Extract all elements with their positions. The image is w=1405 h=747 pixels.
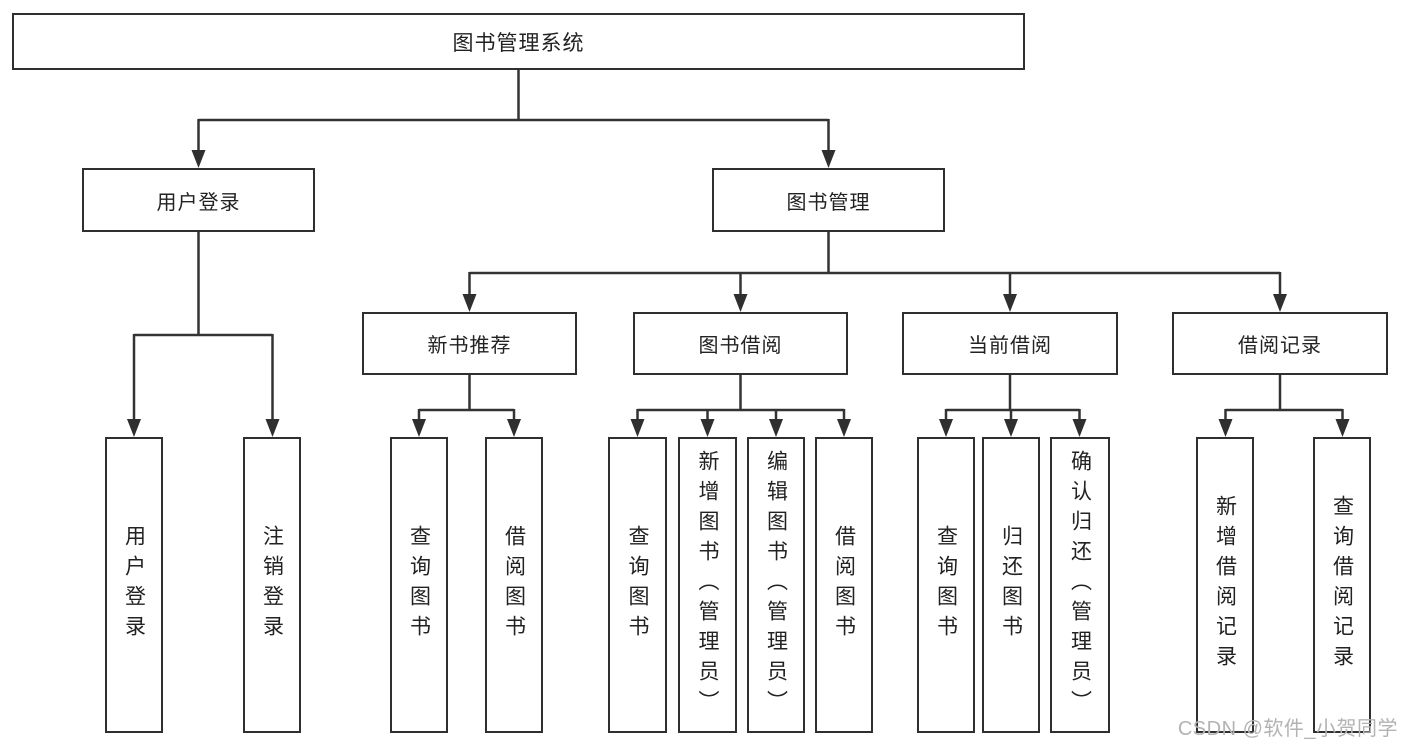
- leaf-add-books-admin: 新增图书（管理员）: [678, 437, 737, 733]
- leaf-return-books: 归还图书: [982, 437, 1040, 733]
- leaf-return-books-label: 归还图书: [999, 525, 1023, 645]
- leaf-confirm-return-admin-label: 确认归还（管理员）: [1068, 450, 1092, 720]
- csdn-watermark: CSDN @软件_小贺同学: [1177, 718, 1398, 740]
- leaf-query-books-borrow-label: 查询图书: [626, 525, 649, 645]
- leaf-query-borrow-record: 查询借阅记录: [1313, 437, 1371, 733]
- leaf-borrow-books-recommend-label: 借阅图书: [502, 525, 526, 645]
- node-borrowing-records-label: 借阅记录: [1238, 335, 1322, 357]
- node-book-management: 图书管理: [712, 168, 945, 232]
- leaf-user-login: 用户登录: [105, 437, 163, 733]
- leaf-edit-books-admin: 编辑图书（管理员）: [747, 437, 805, 733]
- leaf-edit-books-admin-label: 编辑图书（管理员）: [764, 450, 788, 720]
- leaf-query-books-current-label: 查询图书: [934, 525, 958, 645]
- node-user-login-label: 用户登录: [156, 191, 241, 214]
- leaf-user-login-label: 用户登录: [122, 525, 146, 645]
- node-book-borrowing: 图书借阅: [633, 312, 848, 375]
- node-current-borrowing-label: 当前借阅: [968, 335, 1052, 357]
- leaf-query-borrow-record-label: 查询借阅记录: [1330, 495, 1354, 675]
- leaf-add-borrow-record-label: 新增借阅记录: [1213, 495, 1237, 675]
- node-book-management-label: 图书管理: [786, 191, 871, 214]
- leaf-query-books-recommend: 查询图书: [390, 437, 448, 733]
- leaf-borrow-books: 借阅图书: [815, 437, 873, 733]
- leaf-add-books-admin-label: 新增图书（管理员）: [696, 450, 719, 720]
- node-user-login: 用户登录: [82, 168, 315, 232]
- node-borrowing-records: 借阅记录: [1172, 312, 1388, 375]
- leaf-confirm-return-admin: 确认归还（管理员）: [1050, 437, 1110, 733]
- node-book-borrowing-label: 图书借阅: [698, 335, 783, 357]
- leaf-query-books-recommend-label: 查询图书: [407, 525, 431, 645]
- leaf-borrow-books-label: 借阅图书: [832, 525, 856, 645]
- leaf-query-books-borrow: 查询图书: [608, 437, 667, 733]
- node-new-book-recommend-label: 新书推荐: [427, 335, 512, 357]
- leaf-logout-label: 注销登录: [260, 525, 284, 645]
- node-new-book-recommend: 新书推荐: [362, 312, 577, 375]
- node-root-system-label: 图书管理系统: [452, 31, 585, 55]
- leaf-borrow-books-recommend: 借阅图书: [485, 437, 543, 733]
- node-current-borrowing: 当前借阅: [902, 312, 1118, 375]
- node-root-system: 图书管理系统: [12, 13, 1025, 70]
- leaf-query-books-current: 查询图书: [917, 437, 975, 733]
- leaf-logout: 注销登录: [243, 437, 301, 733]
- leaf-add-borrow-record: 新增借阅记录: [1196, 437, 1254, 733]
